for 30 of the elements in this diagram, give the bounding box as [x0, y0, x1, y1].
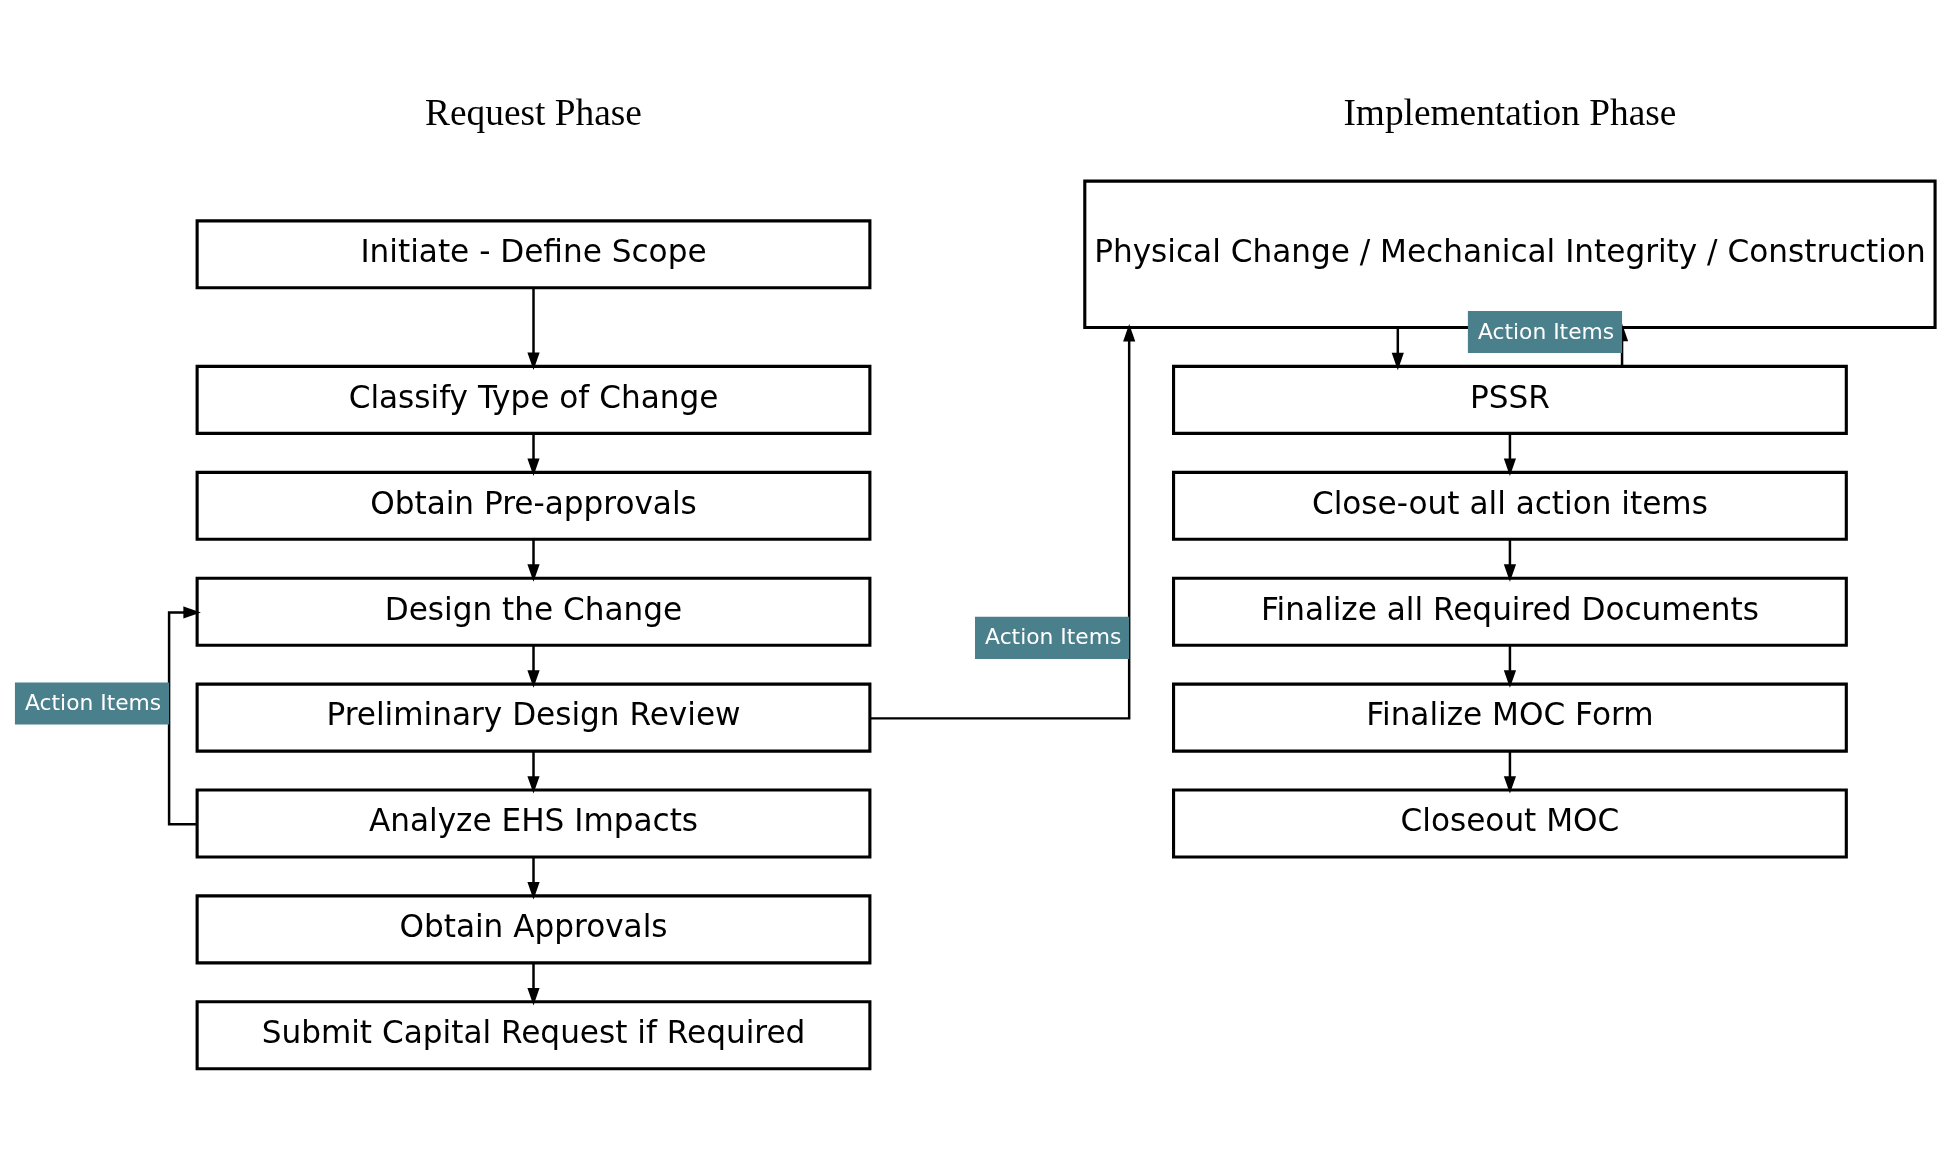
label: Request Phase: [425, 92, 642, 134]
node-box: Initiate - Define Scope: [195, 219, 872, 290]
arrow: [527, 751, 540, 794]
node-box: Preliminary Design Review: [195, 682, 872, 753]
arrow: [527, 433, 540, 476]
edge-label: Action Items: [25, 690, 162, 716]
edge-label: Action Items: [985, 624, 1122, 650]
node-box: Finalize MOC Form: [1172, 682, 1848, 753]
arrow: [1503, 645, 1517, 688]
node-box: Finalize all Required Documents: [1172, 576, 1848, 647]
node-box: Analyze EHS Impacts: [195, 788, 872, 859]
arrow: [527, 857, 540, 900]
node-box: Classify Type of Change: [195, 364, 872, 435]
label: Implementation Phase: [1343, 92, 1677, 134]
arrow: [870, 324, 1136, 720]
node-box: Obtain Approvals: [195, 894, 872, 965]
arrow: [1503, 751, 1517, 794]
node-box: PSSR: [1172, 364, 1848, 435]
node-box: Submit Capital Request if Required: [195, 1000, 872, 1071]
arrow: [1503, 539, 1517, 582]
arrow: [1503, 433, 1517, 476]
node-box: Obtain Pre-approvals: [195, 470, 872, 541]
node-box: Close-out all action items: [1172, 470, 1848, 541]
arrow: [527, 539, 540, 582]
node-box: Design the Change: [195, 576, 872, 647]
arrow: [527, 962, 540, 1006]
arrow: [527, 288, 540, 371]
arrow: [527, 645, 540, 688]
node-box: Closeout MOC: [1172, 788, 1848, 859]
arrow: [1391, 327, 1404, 371]
